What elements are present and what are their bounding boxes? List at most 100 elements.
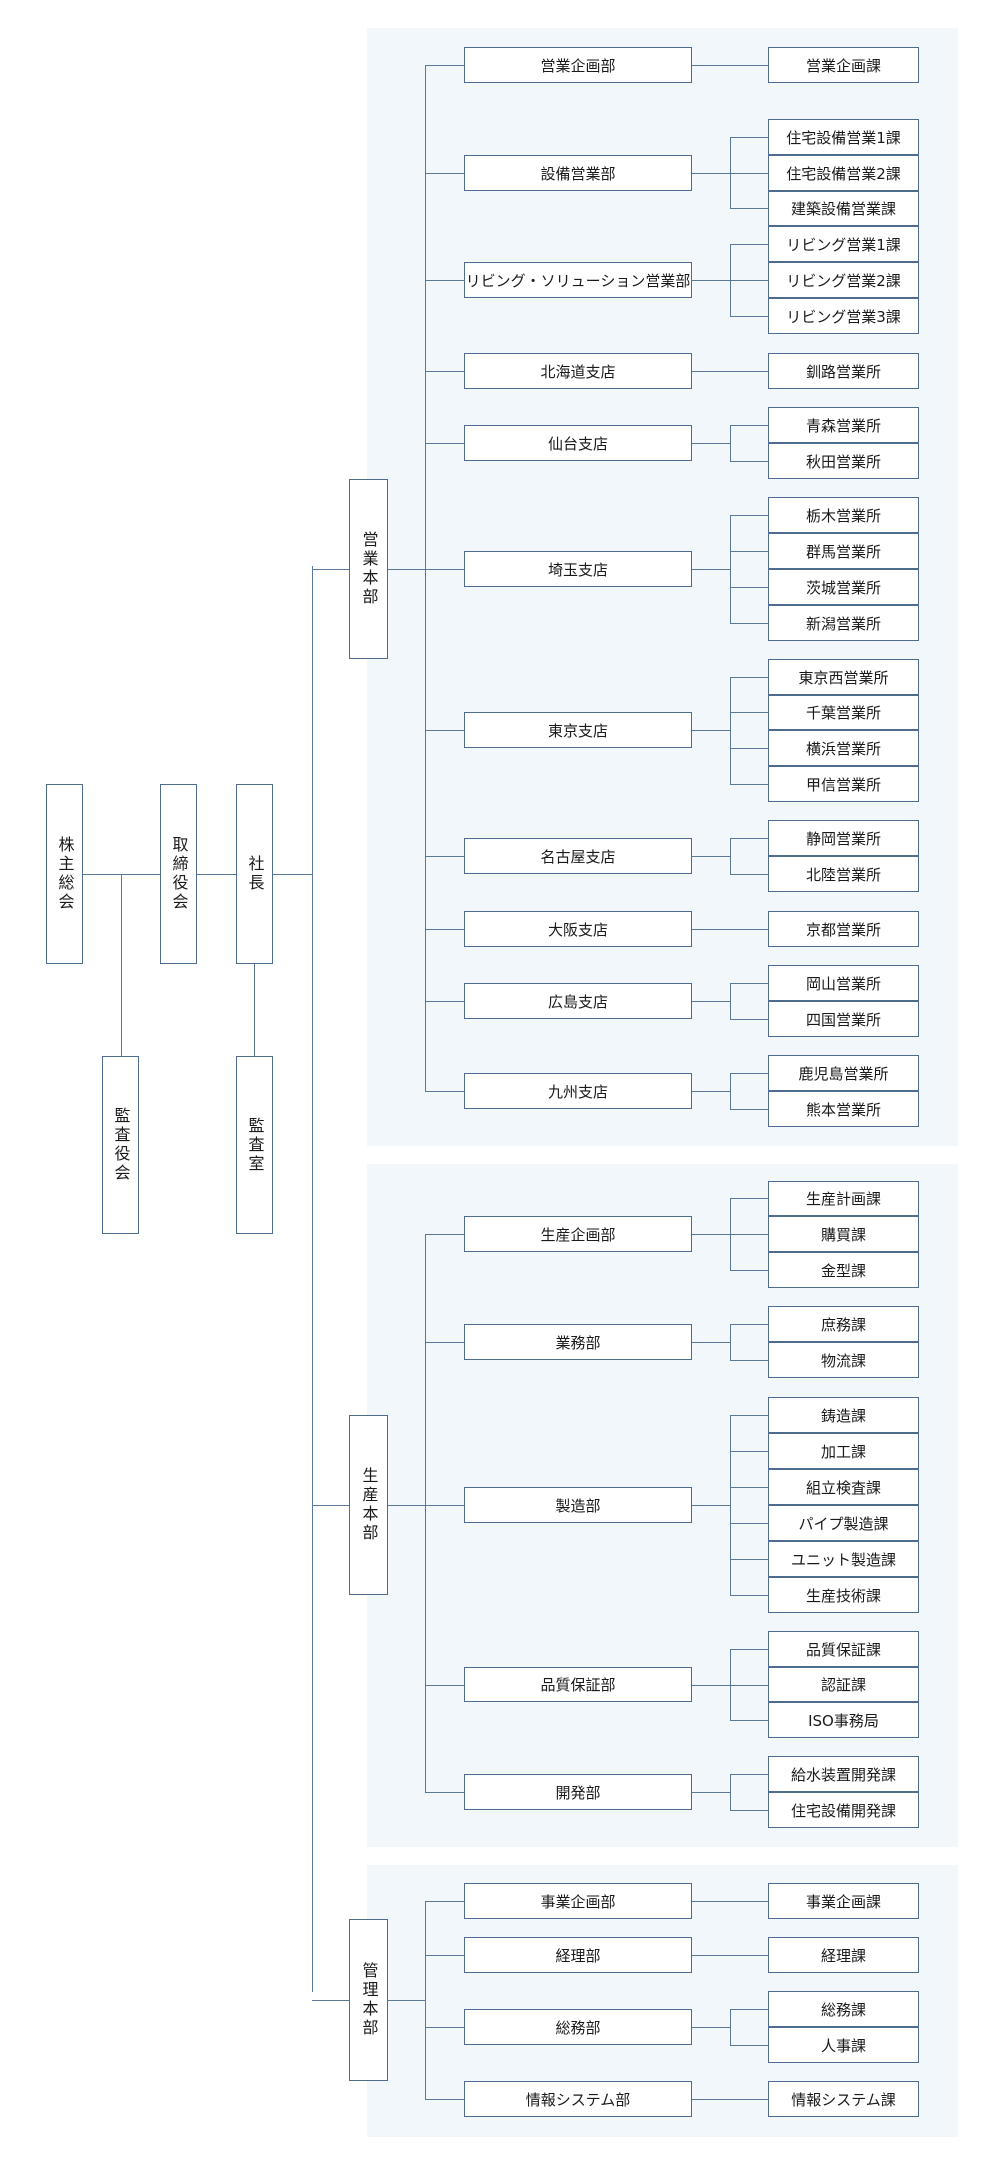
section-connector-sales-0 [692,65,768,66]
section-box-admin-0-0: 事業企画課 [768,1883,919,1919]
section-connector-sales-7-0 [730,838,768,839]
section-connector-sales-9-1 [730,1019,768,1020]
section-box-sales-10-0: 鹿児島営業所 [768,1055,919,1091]
dept-to-section-bus-production-2 [692,1505,730,1506]
department-box-sales-4: 仙台支店 [464,425,692,461]
dept-to-section-bus-sales-2 [692,280,730,281]
section-box-production-2-5: 生産技術課 [768,1577,919,1613]
section-box-sales-9-0: 岡山営業所 [768,965,919,1001]
section-connector-sales-5-3 [730,623,768,624]
dept-to-section-bus-sales-7 [692,856,730,857]
president-to-spine [273,874,312,875]
section-box-sales-2-1: リビング営業2課 [768,262,919,298]
spine-trunk [312,566,313,1992]
division-connector-production [312,1505,349,1506]
section-box-sales-7-1: 北陸営業所 [768,856,919,892]
section-connector-production-1-1 [730,1360,768,1361]
division-to-bus-production [388,1505,425,1506]
dept-to-section-bus-sales-10 [692,1091,730,1092]
dept-to-section-bus-sales-1 [692,173,730,174]
section-connector-production-2-2 [730,1487,768,1488]
section-connector-sales-2-2 [730,316,768,317]
dept-to-section-bus-sales-4 [692,443,730,444]
section-bus-sales-1 [730,137,731,208]
division-to-bus-sales [388,569,425,570]
department-bus-sales [425,65,426,1091]
dept-to-section-bus-sales-6 [692,730,730,731]
section-connector-admin-0 [692,1901,768,1902]
division-connector-sales [312,569,349,570]
section-connector-production-2-4 [730,1559,768,1560]
section-connector-sales-1-2 [730,208,768,209]
section-box-sales-4-0: 青森営業所 [768,407,919,443]
division-to-bus-admin [388,2000,425,2001]
section-connector-sales-3 [692,371,768,372]
section-box-production-2-4: ユニット製造課 [768,1541,919,1577]
section-connector-production-0-1 [730,1234,768,1235]
dept-connector-sales-9 [425,1001,464,1002]
section-connector-production-2-3 [730,1523,768,1524]
section-connector-sales-9-0 [730,983,768,984]
section-connector-admin-3 [692,2099,768,2100]
dept-connector-sales-10 [425,1091,464,1092]
section-connector-production-0-2 [730,1270,768,1271]
section-box-sales-1-0: 住宅設備営業1課 [768,119,919,155]
section-box-production-1-0: 庶務課 [768,1306,919,1342]
department-box-sales-3: 北海道支店 [464,353,692,389]
section-connector-sales-6-0 [730,677,768,678]
section-connector-sales-10-0 [730,1073,768,1074]
section-bus-production-3 [730,1649,731,1720]
dept-connector-sales-5 [425,569,464,570]
section-bus-sales-5 [730,515,731,623]
section-connector-sales-6-3 [730,784,768,785]
president-box: 社長 [236,784,273,964]
section-box-sales-2-2: リビング営業3課 [768,298,919,334]
section-connector-production-4-1 [730,1810,768,1811]
dept-connector-admin-3 [425,2099,464,2100]
department-box-sales-10: 九州支店 [464,1073,692,1109]
section-connector-production-0-0 [730,1198,768,1199]
section-bus-admin-2 [730,2009,731,2045]
section-box-production-0-2: 金型課 [768,1252,919,1288]
section-bus-production-1 [730,1324,731,1360]
dept-to-section-bus-production-1 [692,1342,730,1343]
section-connector-sales-4-0 [730,425,768,426]
section-connector-production-1-0 [730,1324,768,1325]
section-connector-sales-2-1 [730,280,768,281]
department-box-sales-5: 埼玉支店 [464,551,692,587]
department-bus-admin [425,1901,426,2099]
dept-connector-production-2 [425,1505,464,1506]
board-box: 取締役会 [160,784,197,964]
dept-to-section-bus-admin-2 [692,2027,730,2028]
dept-to-section-bus-sales-9 [692,1001,730,1002]
section-box-sales-2-0: リビング営業1課 [768,226,919,262]
dept-to-section-bus-production-4 [692,1792,730,1793]
department-box-admin-3: 情報システム部 [464,2081,692,2117]
dept-connector-sales-7 [425,856,464,857]
section-bus-production-4 [730,1774,731,1810]
section-connector-production-2-5 [730,1595,768,1596]
section-connector-sales-6-2 [730,748,768,749]
department-box-sales-2: リビング・ソリューション営業部 [464,262,692,298]
dept-connector-production-1 [425,1342,464,1343]
section-box-production-3-1: 認証課 [768,1667,919,1702]
section-box-sales-1-1: 住宅設備営業2課 [768,155,919,191]
dept-connector-production-4 [425,1792,464,1793]
section-box-sales-6-3: 甲信営業所 [768,766,919,802]
auditors-box: 監査役会 [102,1056,139,1234]
section-connector-sales-7-1 [730,874,768,875]
section-box-production-2-2: 組立検査課 [768,1469,919,1505]
department-box-sales-6: 東京支店 [464,712,692,748]
section-bus-production-2 [730,1415,731,1595]
dept-connector-sales-4 [425,443,464,444]
dept-to-section-bus-production-3 [692,1685,730,1686]
section-box-production-1-1: 物流課 [768,1342,919,1378]
section-bus-sales-9 [730,983,731,1019]
section-box-admin-1-0: 経理課 [768,1937,919,1973]
department-box-admin-2: 総務部 [464,2009,692,2045]
section-connector-sales-5-0 [730,515,768,516]
section-box-production-2-3: パイプ製造課 [768,1505,919,1541]
section-connector-sales-2-0 [730,244,768,245]
section-bus-sales-7 [730,838,731,874]
